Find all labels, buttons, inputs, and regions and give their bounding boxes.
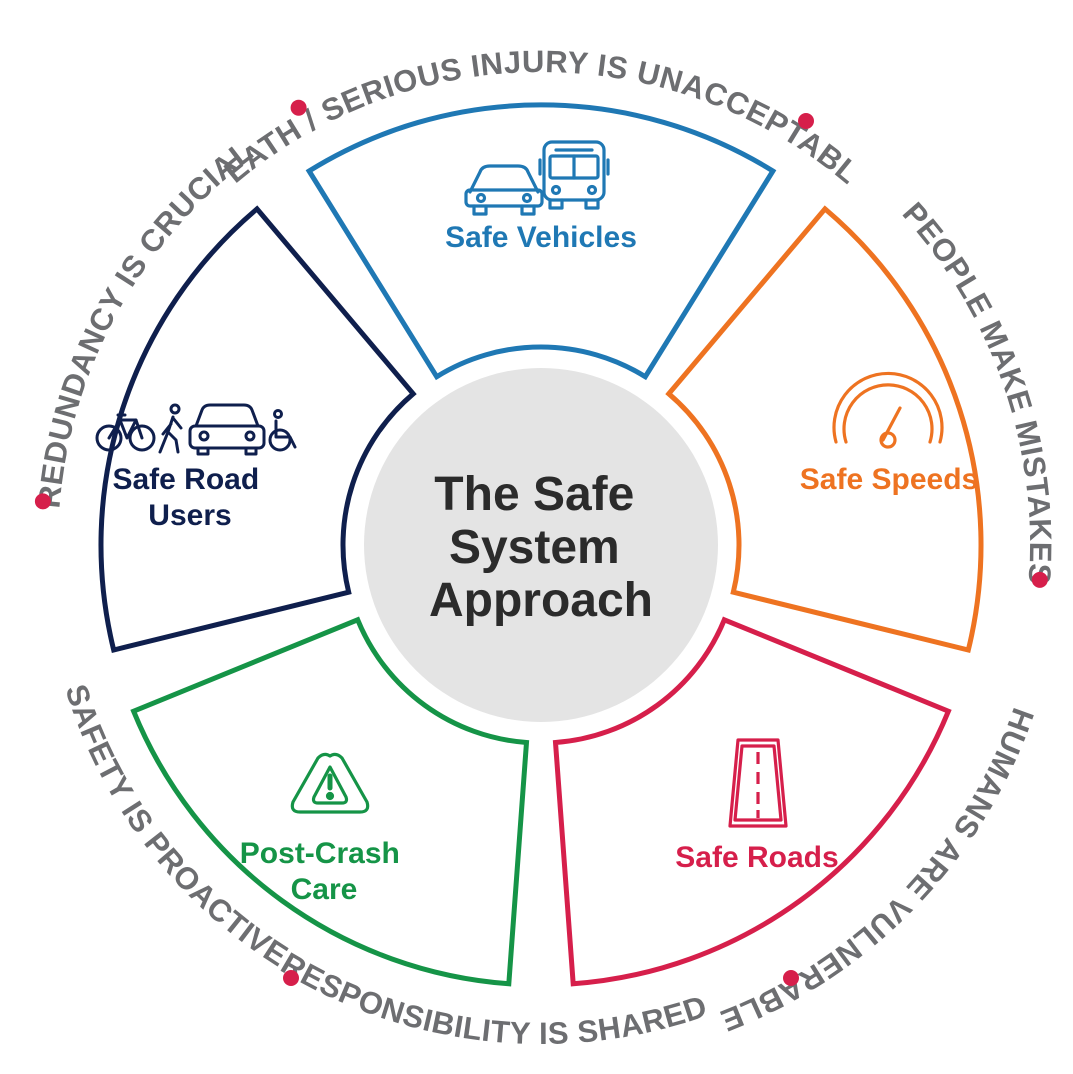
center-title: The Safe System Approach (429, 468, 653, 627)
segment-safe-vehicles (305, 102, 777, 381)
car-and-bus-icon (464, 140, 610, 216)
separator-dots (34, 99, 1048, 986)
separator-dot (283, 970, 299, 986)
segment-safe-road-users (98, 205, 417, 654)
separator-dot (290, 99, 307, 116)
separator-dot (34, 493, 51, 510)
separator-dot (1031, 571, 1048, 588)
segment-safe-speeds (665, 205, 984, 654)
segment-safe-roads (552, 616, 952, 987)
bike-pedestrian-car-wheelchair-icon (95, 403, 297, 456)
road-icon (728, 738, 788, 828)
center-circle (364, 368, 718, 722)
label-safe-roads: Safe Roads (675, 841, 838, 874)
center-hub: The Safe System Approach (364, 368, 718, 722)
label-post-crash-care: Post-Crash Care (240, 837, 408, 906)
label-safe-road-users: Safe Road Users (112, 463, 267, 532)
speedometer-icon (832, 371, 944, 449)
separator-dot (783, 970, 799, 986)
label-safe-speeds: Safe Speeds (800, 463, 978, 496)
label-safe-vehicles: Safe Vehicles (445, 221, 637, 254)
separator-dot (798, 113, 814, 129)
warning-triangle-icon (290, 752, 370, 814)
segments (98, 102, 984, 987)
